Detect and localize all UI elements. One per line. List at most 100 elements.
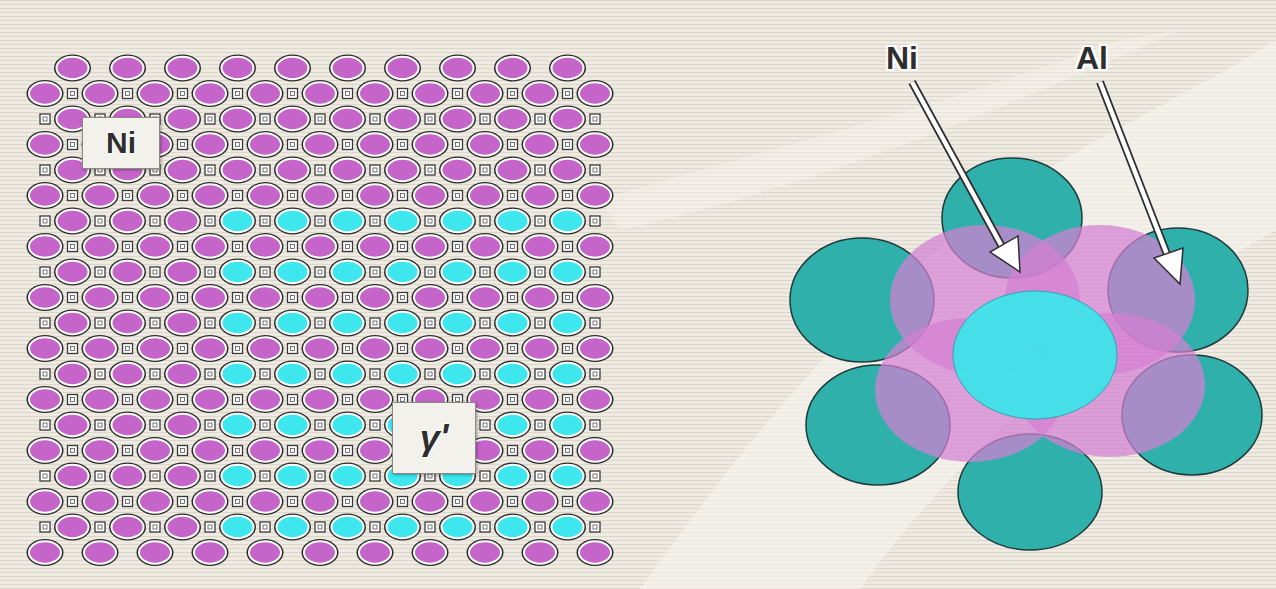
interstitial-site [483, 219, 487, 223]
atom-outline [274, 55, 311, 82]
interstitial-site [511, 245, 515, 249]
interstitial-site [288, 293, 298, 303]
interstitial-site [236, 296, 240, 300]
atom-outline [577, 335, 614, 362]
interstitial-site [373, 321, 377, 325]
interstitial-site [68, 446, 78, 456]
interstitial-site [153, 474, 157, 478]
atom-outline [274, 157, 311, 184]
interstitial-site [315, 114, 325, 124]
interstitial-site [483, 474, 487, 478]
interstitial-site [456, 143, 460, 147]
atom-outline [522, 539, 559, 566]
atom-outline [577, 182, 614, 209]
interstitial-site [98, 321, 102, 325]
ni-atom [57, 465, 89, 487]
atom-outline [357, 386, 394, 413]
interstitial-site [178, 242, 188, 252]
interstitial-site [150, 471, 160, 481]
interstitial-site [208, 117, 212, 121]
interstitial-site [43, 219, 47, 223]
al-atom [552, 516, 584, 538]
ni-atom [139, 541, 171, 563]
interstitial-site [260, 216, 270, 226]
ni-atom [249, 133, 281, 155]
atom-outline [192, 437, 229, 464]
al-atom [387, 261, 419, 283]
interstitial-site [291, 347, 295, 351]
atom-outline [329, 514, 366, 541]
ni-atom [277, 57, 309, 79]
interstitial-site [288, 242, 298, 252]
interstitial-site [343, 89, 353, 99]
interstitial-site [346, 194, 350, 198]
atom-outline [577, 437, 614, 464]
interstitial-site [456, 92, 460, 96]
atom-outline [467, 131, 504, 158]
atom-outline [549, 106, 586, 133]
ni-atom [497, 108, 529, 130]
arrowhead [1154, 248, 1183, 284]
interstitial-site [428, 219, 432, 223]
ni-atom [84, 235, 116, 257]
interstitial-site [263, 525, 267, 529]
interstitial-site [126, 347, 130, 351]
ni-atom [359, 82, 391, 104]
interstitial-site [425, 114, 435, 124]
interstitial-site [483, 270, 487, 274]
interstitial-site [563, 191, 573, 201]
ni-atom [139, 490, 171, 512]
al-atom [552, 210, 584, 232]
ni-atom [579, 82, 611, 104]
interstitial-site [508, 191, 518, 201]
atom-outline [302, 80, 339, 107]
atom-outline [192, 539, 229, 566]
interstitial-site [480, 471, 490, 481]
ni-atom [304, 439, 336, 461]
interstitial-site [95, 471, 105, 481]
atom-outline [412, 335, 449, 362]
interstitial-site [123, 89, 133, 99]
al-atom [332, 465, 364, 487]
al-atom [552, 465, 584, 487]
interstitial-site [370, 471, 380, 481]
interstitial-site [181, 449, 185, 453]
atom-outline [302, 182, 339, 209]
interstitial-site [178, 344, 188, 354]
interstitial-site [233, 497, 243, 507]
atom-outline [467, 233, 504, 260]
interstitial-site [43, 525, 47, 529]
ni-atom [469, 184, 501, 206]
ni-atom [139, 337, 171, 359]
atom-outline [219, 259, 256, 286]
interstitial-site [401, 296, 405, 300]
atom-outline [54, 310, 91, 337]
interstitial-site [126, 296, 130, 300]
ni-atom [29, 541, 61, 563]
interstitial-site [288, 191, 298, 201]
ni-atom [84, 184, 116, 206]
interstitial-site [68, 344, 78, 354]
element-label: Ni [886, 42, 918, 74]
atom-outline [412, 233, 449, 260]
interstitial-site [288, 89, 298, 99]
interstitial-site [511, 347, 515, 351]
ni-atom [194, 286, 226, 308]
ni-atom [194, 133, 226, 155]
atom-outline [522, 233, 559, 260]
interstitial-site [453, 293, 463, 303]
interstitial-site [263, 423, 267, 427]
ni-atom [579, 337, 611, 359]
ni-atom [332, 57, 364, 79]
interstitial-site [315, 216, 325, 226]
interstitial-site [236, 194, 240, 198]
interstitial-site [236, 347, 240, 351]
ni-atom [57, 516, 89, 538]
interstitial-site [483, 117, 487, 121]
atom-outline [494, 157, 531, 184]
ni-atom [524, 388, 556, 410]
atom-outline [329, 208, 366, 235]
interstitial-site [208, 168, 212, 172]
ni-atom [84, 388, 116, 410]
